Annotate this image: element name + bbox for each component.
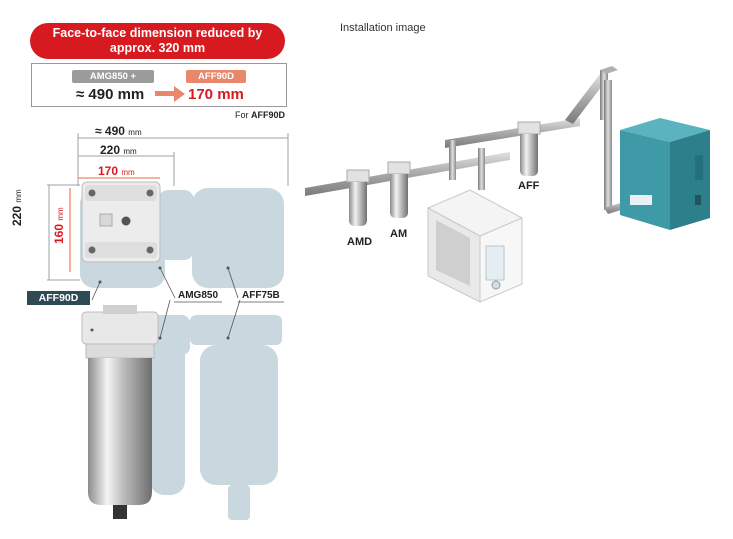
model-note-model: AFF90D [250,110,285,120]
dim-inner-height-unit: mm [56,207,65,221]
new-model-tag: AFF90D [186,70,246,83]
dim-inner-height-value: 160 [52,223,66,244]
dim-total-width-value: ≈ 490 [95,124,125,138]
dim-mid-width: 220 mm [100,143,137,157]
aff90d-callout: AFF90D [27,291,90,305]
headline-banner: Face-to-face dimension reduced by approx… [30,23,285,59]
amd-label: AMD [347,236,373,248]
old-models-tag: AMG850 + AFF75B [72,70,154,95]
dim-unit-width-value: 170 [98,164,119,178]
amg850-callout: AMG850 [178,290,219,301]
dim-outer-height-value: 220 [10,205,24,226]
dim-outer-height-unit: mm [14,189,23,203]
banner-line-2: approx. 320 mm [109,41,206,55]
dim-total-width: ≈ 490 mm [95,124,142,138]
dim-mid-width-value: 220 [100,143,121,157]
model-note: For AFF90D [235,110,285,120]
dim-unit-width: 170 mm [98,164,135,178]
installation-illustration [305,66,710,303]
dim-unit-width-unit: mm [121,168,135,177]
arrow-right-icon [155,86,185,102]
dim-inner-height: 160 mm [52,207,66,244]
dimension-drawing [47,133,289,520]
model-note-prefix: For [234,110,251,120]
aff-label: AFF [518,180,540,192]
banner-line-1: Face-to-face dimension reduced by [52,26,263,40]
dim-total-width-unit: mm [128,128,142,137]
old-dimension-value: ≈ 490 mm [76,86,145,103]
am-label: AM [390,228,408,240]
dim-mid-width-unit: mm [123,147,137,156]
new-dimension-value: 170 mm [188,86,244,103]
installation-title: Installation image [340,22,426,34]
aff75b-callout: AFF75B [242,290,280,301]
dim-outer-height: 220 mm [10,189,24,226]
